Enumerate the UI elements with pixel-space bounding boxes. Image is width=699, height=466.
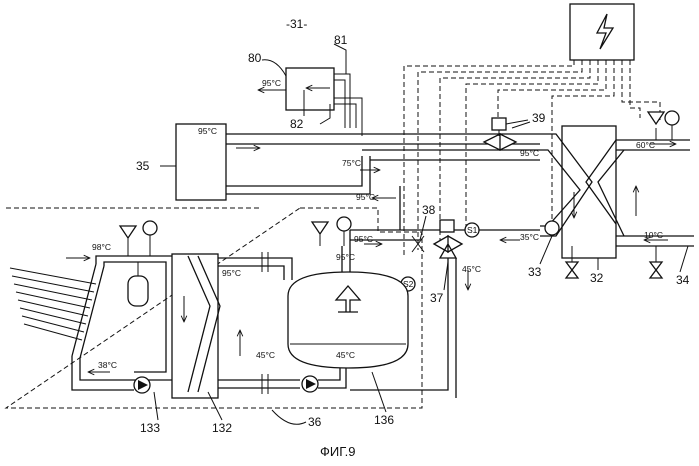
temp-collector-38: 38°C xyxy=(98,360,117,370)
safety-valve-tank-icon xyxy=(312,222,328,234)
leader-33 xyxy=(540,236,552,264)
dhw-exchanger-32 xyxy=(562,126,616,258)
temp-sensor-33 xyxy=(545,221,559,235)
safety-valve-right-icon xyxy=(648,112,664,124)
temp-dhw-95: 95°C xyxy=(520,148,539,158)
ref-unit-31: -31- xyxy=(286,17,307,31)
temp-feed-95b: 95°C xyxy=(354,234,373,244)
ref-33: 33 xyxy=(528,265,542,279)
temp-coil-45: 45°C xyxy=(256,350,275,360)
expansion-vessel xyxy=(128,276,148,306)
pressure-gauge-tank xyxy=(337,217,351,231)
valve-39-actuator xyxy=(492,118,506,130)
pressure-gauge-right xyxy=(665,111,679,125)
drain-valve-right-icon xyxy=(650,262,662,278)
solar-collector xyxy=(10,264,104,358)
temp-valve-45: 45°C xyxy=(462,264,481,274)
temp-tank-45: 45°C xyxy=(336,350,355,360)
ref-132: 132 xyxy=(212,421,232,435)
pressure-gauge-left xyxy=(143,221,157,235)
hx80-return-pipe xyxy=(334,98,362,136)
temp-dhw-35: 35°C xyxy=(520,232,539,242)
ref-82: 82 xyxy=(290,117,304,131)
leader-81 xyxy=(334,44,346,74)
leader-36 xyxy=(272,410,306,424)
tank-gauge-stem xyxy=(320,231,344,246)
temp-cold-10: 10°C xyxy=(644,230,663,240)
coil-return-flange xyxy=(262,374,268,394)
sensor-s1-label: S1 xyxy=(467,225,478,235)
coil-return-pipe xyxy=(218,380,300,388)
control-unit xyxy=(570,4,634,60)
temp-collector-98: 98°C xyxy=(92,242,111,252)
temp-hx80-out: 95°C xyxy=(262,78,281,88)
sensor-s2-label: S2 xyxy=(403,279,414,289)
valve-37-actuator xyxy=(440,220,454,232)
pump-tank-pipe xyxy=(318,368,346,388)
leader-133 xyxy=(154,392,158,420)
temp-return-75: 75°C xyxy=(342,158,361,168)
safety-valve-left-icon xyxy=(120,226,136,238)
ref-39: 39 xyxy=(532,111,546,125)
drain-valve-left-icon xyxy=(566,262,578,278)
leader-136 xyxy=(372,372,386,412)
temp-tank-95: 95°C xyxy=(336,252,355,262)
coil-flange xyxy=(262,252,268,272)
ref-133: 133 xyxy=(140,421,160,435)
solar-exchanger-132 xyxy=(172,254,218,398)
ref-80: 80 xyxy=(248,51,262,65)
gauge-right-stem xyxy=(656,125,672,140)
ref-35: 35 xyxy=(136,159,150,173)
leader-34 xyxy=(680,246,688,272)
heat-exchanger-80 xyxy=(286,68,334,110)
ref-81: 81 xyxy=(334,33,348,47)
hx80-hot-pipe xyxy=(334,74,350,128)
ref-37: 37 xyxy=(430,291,444,305)
return-header xyxy=(226,150,540,194)
gauge-left-stem xyxy=(128,235,150,256)
valve-39 xyxy=(484,134,516,150)
temp-coil-95: 95°C xyxy=(222,268,241,278)
ref-32: 32 xyxy=(590,271,604,285)
ref-38: 38 xyxy=(422,203,436,217)
temp-dhw-60: 60°C xyxy=(636,140,655,150)
temp-boiler-out: 95°C xyxy=(198,126,217,136)
figure-caption: ФИГ.9 xyxy=(320,444,356,459)
three-way-valve-37 xyxy=(434,236,462,258)
temp-feed-95a: 95°C xyxy=(356,192,375,202)
leader-80 xyxy=(262,60,286,76)
ref-36: 36 xyxy=(308,415,322,429)
ref-136: 136 xyxy=(374,413,394,427)
leader-38 xyxy=(420,216,426,240)
ref-34: 34 xyxy=(676,273,690,287)
